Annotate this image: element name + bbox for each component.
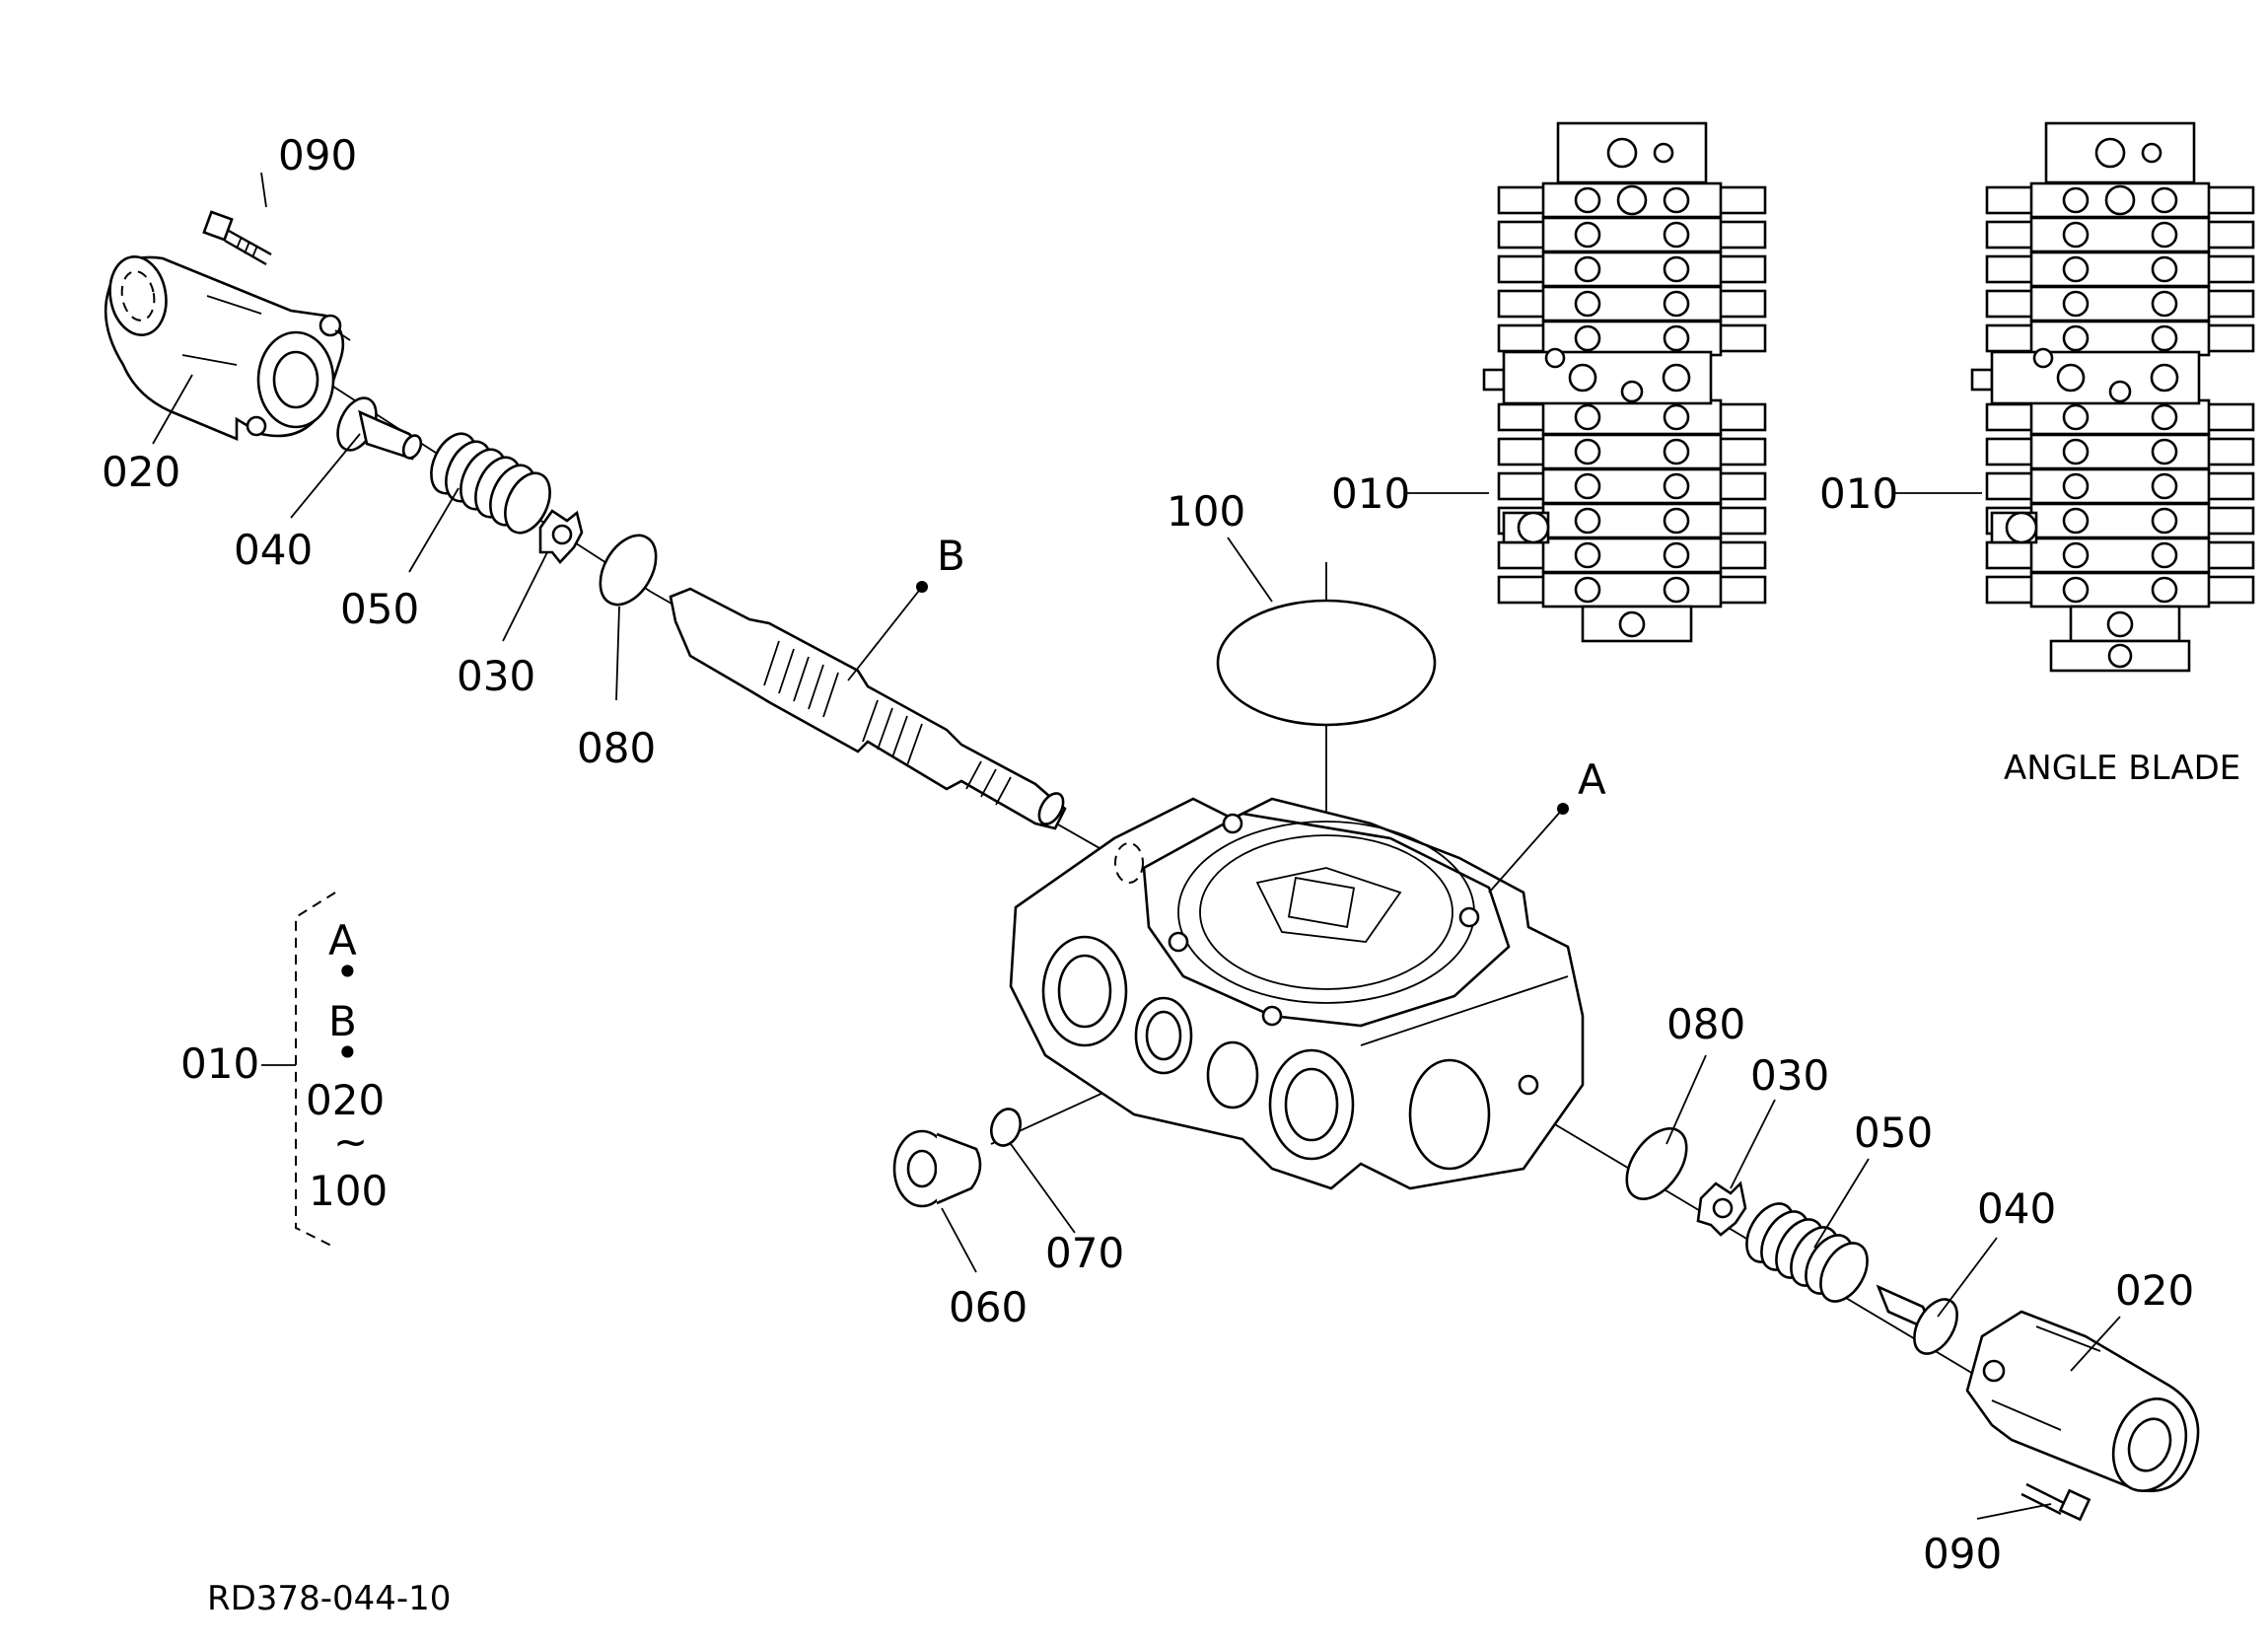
seat-040-top — [336, 396, 423, 461]
label-070: 070 — [1045, 1229, 1124, 1277]
legend-line-7: 100 — [309, 1167, 388, 1215]
label-030-top: 030 — [457, 652, 535, 700]
label-040-top: 040 — [234, 526, 313, 574]
label-030-bot: 030 — [1750, 1051, 1829, 1100]
label-050-bot: 050 — [1854, 1109, 1933, 1157]
callout-labels: 090 020 040 050 030 080 B 100 A 010 010 … — [102, 131, 2194, 1578]
leader-lines — [152, 172, 2121, 1520]
drawing-number: RD378-044-10 — [207, 1579, 451, 1618]
legend: 010 A • B • 020 ~ 100 — [180, 916, 388, 1215]
oring-080-top — [599, 534, 658, 607]
caption-angle-blade: ANGLE BLADE — [2004, 749, 2240, 788]
oring-070 — [990, 1108, 1022, 1147]
label-020-bot: 020 — [2115, 1266, 2194, 1315]
label-080-top: 080 — [577, 724, 656, 772]
label-A: A — [1578, 755, 1606, 804]
legend-line-6: ~ — [333, 1117, 368, 1166]
legend-line-2: • — [335, 948, 360, 996]
label-060: 060 — [949, 1283, 1028, 1331]
spool-B — [669, 587, 1067, 830]
label-040-bot: 040 — [1977, 1184, 2056, 1233]
dot-A — [1557, 803, 1569, 815]
oring-100 — [1216, 599, 1437, 727]
legend-line-5: 020 — [306, 1076, 385, 1124]
label-050-top: 050 — [340, 585, 419, 633]
cover-020-top — [104, 255, 351, 441]
bolt-090-top — [202, 210, 272, 266]
spring-050-top — [430, 432, 551, 535]
plug-060 — [892, 1129, 982, 1208]
valve-stack-angle-blade — [1970, 121, 2255, 673]
label-010-standard: 010 — [1331, 469, 1410, 518]
seat-040-bot — [1876, 1284, 1958, 1355]
label-090-top: 090 — [278, 131, 357, 179]
label-090-bot: 090 — [1923, 1530, 2002, 1578]
legend-line-1: A — [328, 916, 357, 965]
label-100: 100 — [1167, 487, 1245, 536]
spring-050-bot — [1745, 1202, 1869, 1303]
legend-line-4: • — [335, 1029, 360, 1077]
valve-stack-standard — [1482, 121, 1767, 643]
valve-body-A — [1009, 797, 1585, 1190]
label-B: B — [937, 532, 965, 580]
bolt-090-bot — [2020, 1482, 2091, 1522]
label-010-angle: 010 — [1819, 469, 1898, 518]
dot-B — [916, 581, 928, 593]
label-020-top: 020 — [102, 448, 180, 496]
label-080-bot: 080 — [1666, 1000, 1745, 1048]
cover-020-bot — [1965, 1310, 2200, 1493]
retainer-030-bot — [1696, 1181, 1747, 1237]
legend-line-3: B — [328, 997, 357, 1045]
legend-ref: 010 — [180, 1039, 259, 1088]
legend-bracket — [261, 892, 336, 1249]
oring-080-bot — [1625, 1127, 1688, 1200]
